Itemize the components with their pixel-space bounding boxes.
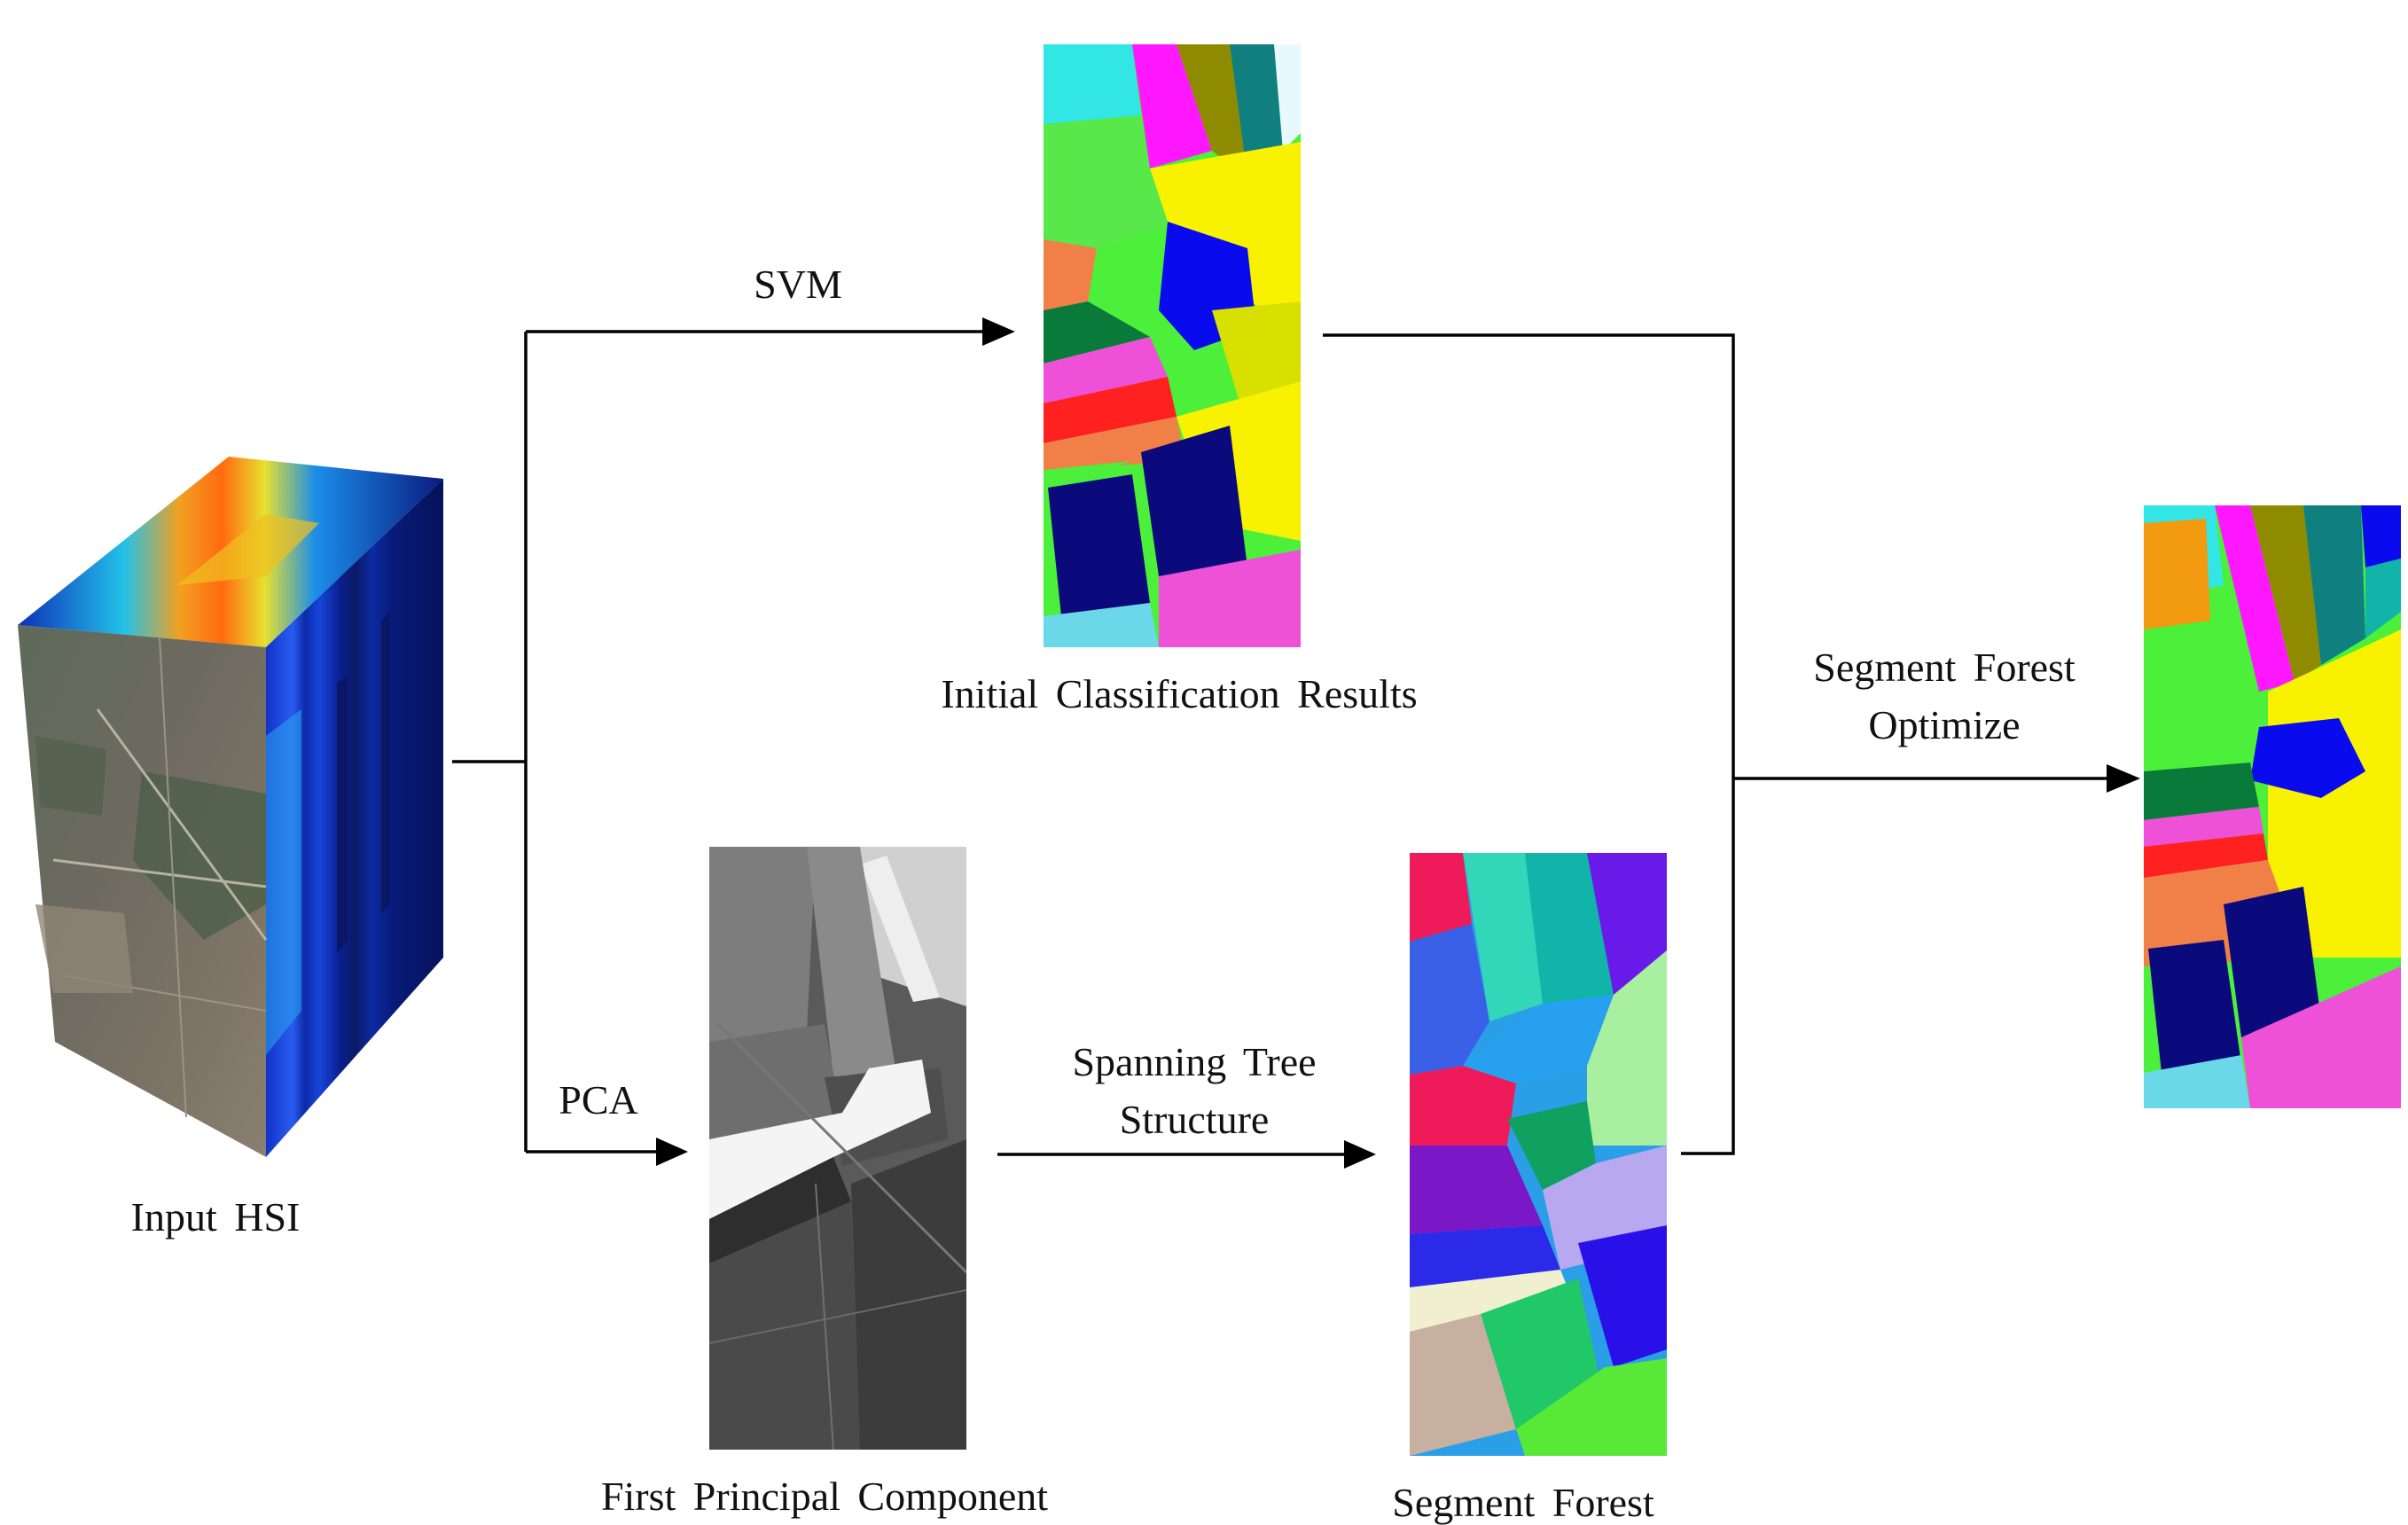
input-hsi-label: Input HSI bbox=[130, 1194, 301, 1240]
segment-forest-label: Segment Forest bbox=[1392, 1480, 1654, 1525]
first-principal-component-label: First Principal Component bbox=[600, 1474, 1049, 1519]
pca-label: PCA bbox=[559, 1077, 638, 1122]
spanning-tree-label-line2: Structure bbox=[1119, 1097, 1270, 1142]
spanning-tree-label-line1: Spanning Tree bbox=[1072, 1039, 1317, 1084]
first-principal-component-map bbox=[709, 847, 966, 1450]
optimize-arrowhead bbox=[2107, 764, 2140, 793]
segment-forest-map bbox=[1410, 853, 1667, 1456]
pca-arrowhead bbox=[656, 1138, 688, 1166]
svm-arrowhead bbox=[982, 317, 1015, 346]
segment-forest-optimize-label-line2: Optimize bbox=[1868, 702, 2021, 747]
initial-classification-label: Initial Classification Results bbox=[941, 671, 1418, 716]
svm-label: SVM bbox=[754, 262, 842, 307]
initial-classification-map bbox=[1044, 44, 1301, 647]
input-hsi-cube bbox=[18, 457, 443, 1157]
optimized-result-map bbox=[2144, 505, 2401, 1108]
segment-forest-optimize-label-line1: Segment Forest bbox=[1813, 645, 2076, 690]
classification-merge-line bbox=[1323, 333, 1735, 778]
segment-forest-merge-line bbox=[1681, 778, 1735, 1155]
spanning-tree-arrowhead bbox=[1344, 1140, 1376, 1169]
